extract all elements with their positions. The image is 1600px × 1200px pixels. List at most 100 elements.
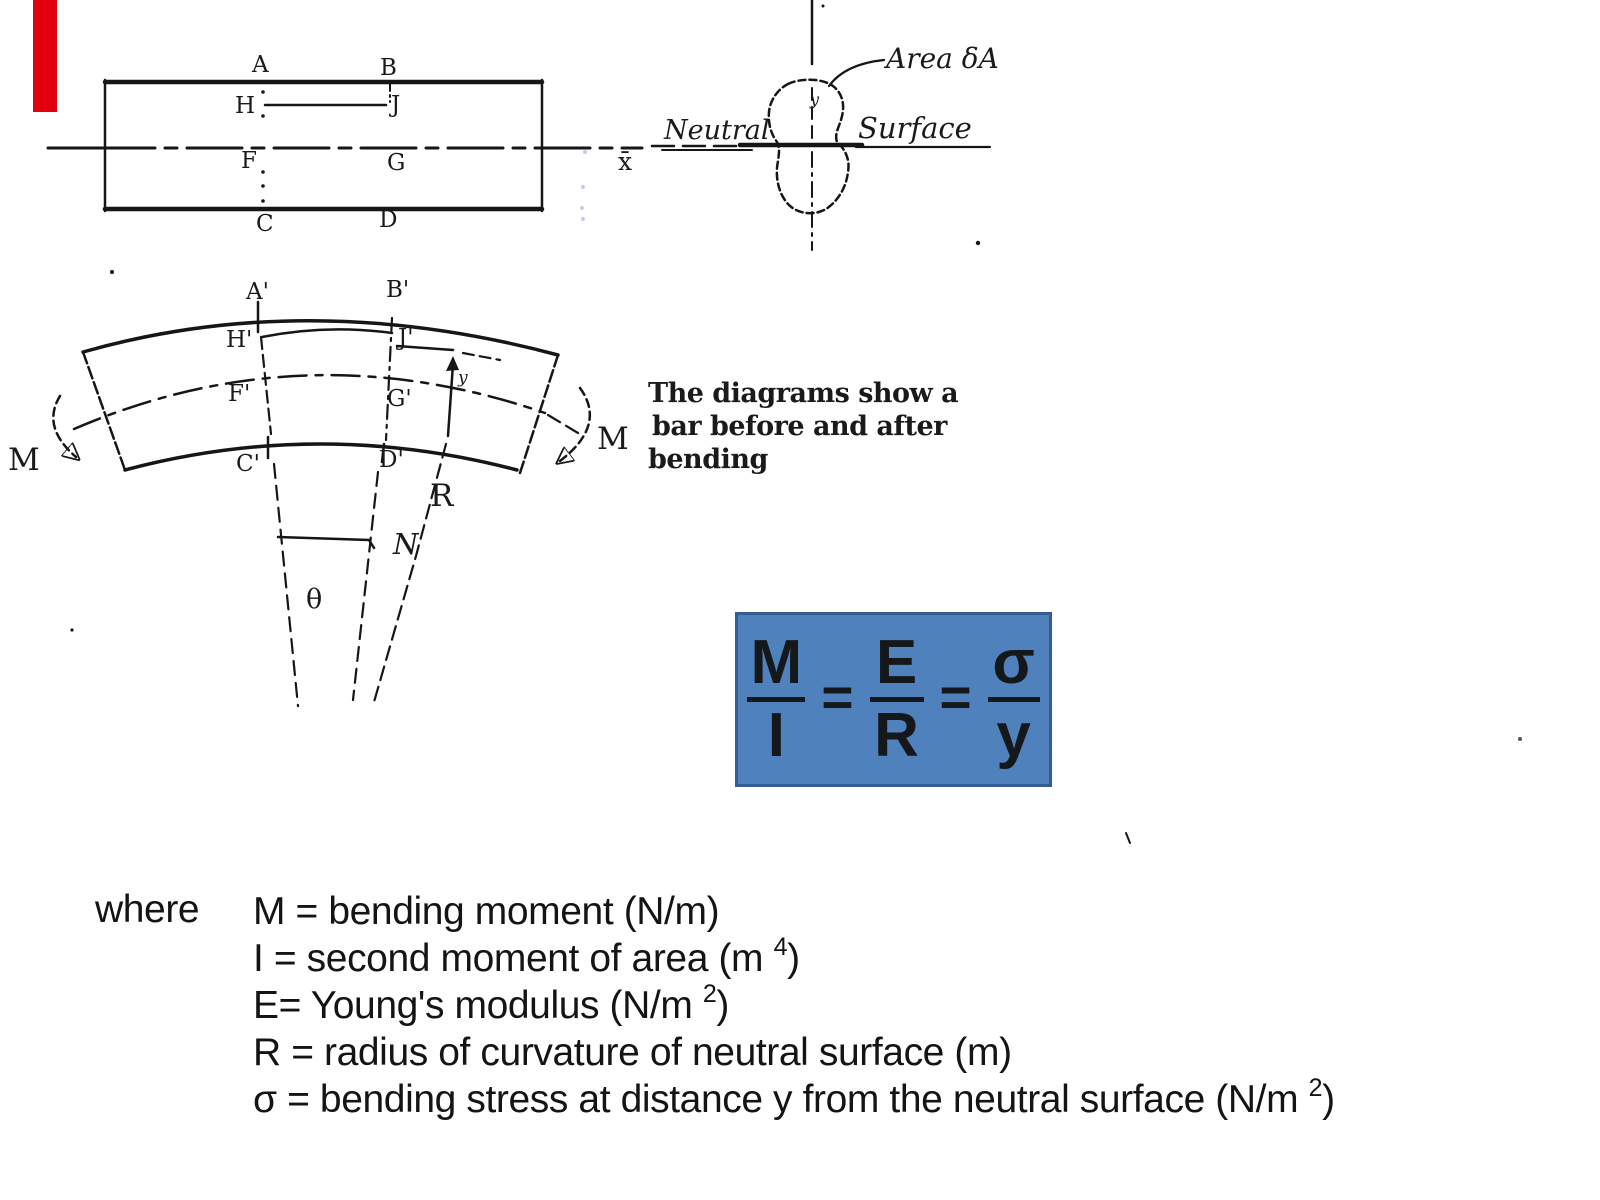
right-radius-dash	[351, 470, 380, 702]
y-arrowhead	[446, 356, 459, 371]
left-end-edge	[81, 350, 127, 472]
formula-y: y	[996, 701, 1031, 770]
y-small-label: y	[457, 368, 468, 388]
label-j-prime: J'	[396, 325, 414, 351]
label-d-prime: D'	[379, 447, 404, 473]
bd-radial-dash	[384, 316, 394, 442]
y-distance-label: y	[809, 90, 820, 109]
label-f-prime: F'	[228, 381, 250, 407]
definition-text: R = radius of curvature of neutral surfa…	[253, 1031, 1012, 1074]
formula-e: E	[875, 628, 918, 697]
formula-r: R	[874, 701, 919, 770]
moment-label-right: M	[597, 421, 629, 457]
scan-dot	[261, 90, 265, 94]
definition-line-sigma: σ = bending stress at distance y from th…	[253, 1076, 1335, 1123]
scan-dot	[70, 628, 74, 632]
label-a-prime: A'	[245, 279, 269, 305]
fiber-step	[395, 344, 455, 352]
label-b-prime: B'	[386, 277, 409, 303]
radius-label: R	[430, 478, 455, 514]
bending-formula-box: M I = E R = σ y	[735, 612, 1052, 787]
scan-dot	[975, 240, 981, 246]
formula-sigma: σ	[992, 628, 1035, 697]
fraction-bar	[747, 697, 806, 702]
right-end-edge	[518, 353, 560, 475]
definition-sup: 2	[702, 980, 717, 1008]
bar-after-diagram: A' B' H' J' F' G' C' D' M M R N θ y	[8, 270, 629, 708]
definition-text: )	[716, 984, 729, 1027]
normal-label: N	[392, 527, 420, 561]
definition-sup: 4	[773, 933, 788, 961]
definition-line-i: I = second moment of area (m 4)	[253, 935, 1335, 982]
formula-m: M	[750, 628, 803, 697]
scan-dot	[261, 199, 265, 203]
red-margin-bar	[33, 0, 57, 112]
cross-section-diagram: Area δA Neutral Surface y	[650, 0, 999, 251]
definition-text: I = second moment of area (m	[253, 937, 774, 980]
r-radius-dash	[372, 442, 448, 704]
scan-dot	[261, 114, 265, 118]
where-label: where	[95, 888, 200, 931]
scan-dot	[110, 270, 114, 274]
fraction-e-over-r: E R	[869, 628, 924, 770]
label-h: H	[235, 93, 255, 119]
left-radius-dash	[272, 462, 300, 708]
neutral-surface-arc	[72, 373, 547, 431]
fraction-bar	[869, 697, 924, 702]
angle-label: θ	[306, 584, 322, 615]
definition-line-m: M = bending moment (N/m)	[253, 888, 1335, 935]
outer-top-arc	[81, 318, 560, 357]
definition-text: M = bending moment (N/m)	[253, 890, 720, 933]
label-j: J	[389, 92, 400, 118]
moment-label-left: M	[8, 442, 40, 478]
definition-text: E= Young's modulus (N/m	[253, 984, 703, 1027]
scan-dot	[1518, 737, 1522, 741]
label-x-axis: x̄	[618, 147, 632, 176]
bar-before-diagram: A B H J F G C D x̄	[46, 52, 644, 237]
caption-line-2: bar before and after	[652, 411, 948, 442]
fraction-bar	[987, 697, 1040, 702]
scan-dot	[821, 4, 825, 8]
fiber-dash-tail	[461, 351, 502, 362]
surface-label: Surface	[858, 111, 972, 145]
fiber-hj-arc	[260, 328, 394, 339]
label-g-prime: G'	[387, 386, 412, 412]
scan-dot	[261, 184, 265, 188]
equals-sign: =	[821, 666, 854, 728]
scan-mark	[1125, 832, 1131, 844]
theta-bracket	[276, 535, 376, 550]
neutral-arc-tail	[546, 413, 580, 435]
moment-arrow-right	[560, 386, 592, 461]
definition-text: σ = bending stress at distance y from th…	[253, 1078, 1309, 1121]
d-prime-tick	[380, 442, 386, 464]
formula-i: I	[767, 701, 785, 770]
caption-line-3: bending	[648, 444, 768, 475]
area-da-label: Area δA	[883, 42, 999, 75]
label-d: D	[379, 207, 397, 233]
label-c-prime: C'	[236, 451, 260, 477]
scan-artifacts	[1125, 737, 1522, 844]
label-h-prime: H'	[226, 327, 252, 353]
fraction-m-over-i: M I	[747, 628, 806, 770]
caption-line-1: The diagrams show a	[648, 378, 958, 409]
label-f: F	[241, 148, 257, 174]
definition-text: )	[787, 937, 800, 980]
area-leader-line	[827, 58, 886, 88]
definitions-list: M = bending moment (N/m) I = second mome…	[253, 888, 1335, 1123]
equals-sign: =	[939, 666, 972, 728]
label-c: C	[256, 211, 274, 237]
neutral-label: Neutral	[663, 115, 769, 146]
definition-sup: 2	[1308, 1074, 1323, 1102]
definition-text: )	[1322, 1078, 1335, 1121]
moment-arrow-left	[52, 394, 76, 457]
definition-line-r: R = radius of curvature of neutral surfa…	[253, 1029, 1335, 1076]
definition-line-e: E= Young's modulus (N/m 2)	[253, 982, 1335, 1029]
ac-radial-dash	[259, 335, 273, 436]
inner-bottom-arc	[123, 442, 519, 472]
scan-dot	[261, 170, 265, 174]
y-distance-line	[446, 362, 455, 438]
label-a: A	[251, 52, 269, 78]
fraction-sigma-over-y: σ y	[987, 628, 1040, 770]
